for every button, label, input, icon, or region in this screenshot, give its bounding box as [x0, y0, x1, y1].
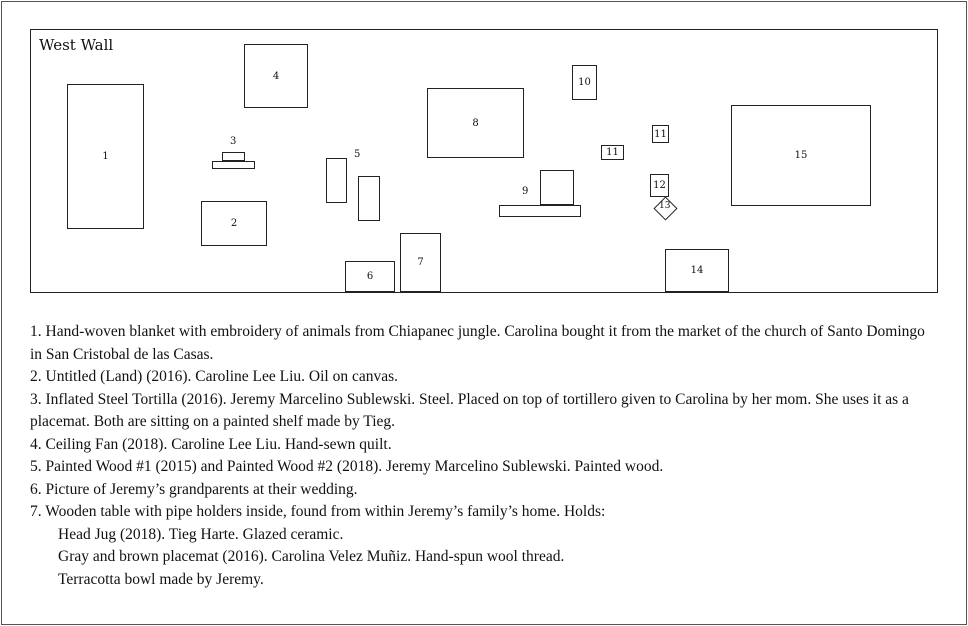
legend-item-7: 7. Wooden table with pipe holders inside… — [30, 503, 606, 520]
item-5-painted-wood-1 — [326, 158, 347, 203]
item-3-label: 3 — [230, 136, 237, 147]
item-14-label: 14 — [690, 265, 704, 276]
item-11-left: 11 — [601, 145, 624, 160]
legend-item-4: 4. Ceiling Fan (2018). Caroline Lee Liu.… — [30, 435, 392, 453]
item-7-table: 7 — [400, 233, 441, 292]
item-2-painting: 2 — [201, 201, 267, 246]
item-10: 10 — [572, 65, 597, 100]
item-8-label: 8 — [472, 117, 479, 129]
item-14: 14 — [665, 249, 729, 292]
item-12: 12 — [650, 174, 669, 197]
item-5-label: 5 — [354, 149, 361, 160]
legend-item-6: 6. Picture of Jeremy’s grandparents at t… — [30, 480, 358, 498]
item-4-quilt: 4 — [244, 44, 308, 108]
item-9-object — [540, 170, 574, 205]
item-10-label: 10 — [578, 77, 591, 88]
legend-item-5: 5. Painted Wood #1 (2015) and Painted Wo… — [30, 458, 664, 475]
item-12-label: 12 — [653, 180, 666, 191]
wall-title: West Wall — [39, 36, 114, 54]
legend-subitem-head-jug: Head Jug (2018). Tieg Harte. Glazed cera… — [58, 525, 344, 543]
item-7-label: 7 — [417, 257, 424, 268]
item-9-label: 9 — [522, 186, 529, 197]
item-4-label: 4 — [272, 70, 280, 82]
item-15-label: 15 — [794, 150, 808, 161]
item-6-photo: 6 — [345, 261, 395, 292]
item-5-painted-wood-2 — [358, 176, 380, 221]
item-3-tortilla — [222, 152, 245, 161]
west-wall-diagram: West Wall 1 2 3 4 5 6 7 8 9 10 11 11 — [30, 29, 938, 293]
item-1-label: 1 — [102, 151, 109, 162]
legend-subitem-placemat: Gray and brown placemat (2016). Carolina… — [58, 548, 565, 565]
legend-item-2: 2. Untitled (Land) (2016). Caroline Lee … — [30, 368, 399, 385]
legend-subitem-bowl: Terracotta bowl made by Jeremy. — [58, 570, 264, 588]
item-11-left-label: 11 — [606, 147, 619, 158]
item-13-label: 13 — [659, 201, 671, 211]
item-2-label: 2 — [230, 218, 238, 229]
legend-item-1: 1. Hand-woven blanket with embroidery of… — [30, 323, 925, 363]
item-11-right-label: 11 — [654, 128, 667, 140]
item-11-right: 11 — [652, 125, 669, 143]
item-3-shelf — [212, 161, 255, 169]
legend: 1. Hand-woven blanket with embroidery of… — [30, 321, 940, 591]
item-15: 15 — [731, 105, 871, 206]
item-9-shelf — [499, 205, 581, 217]
legend-item-3: 3. Inflated Steel Tortilla (2016). Jerem… — [30, 390, 909, 431]
item-6-label: 6 — [366, 271, 374, 282]
item-8: 8 — [427, 88, 524, 158]
item-1-blanket: 1 — [67, 84, 144, 229]
